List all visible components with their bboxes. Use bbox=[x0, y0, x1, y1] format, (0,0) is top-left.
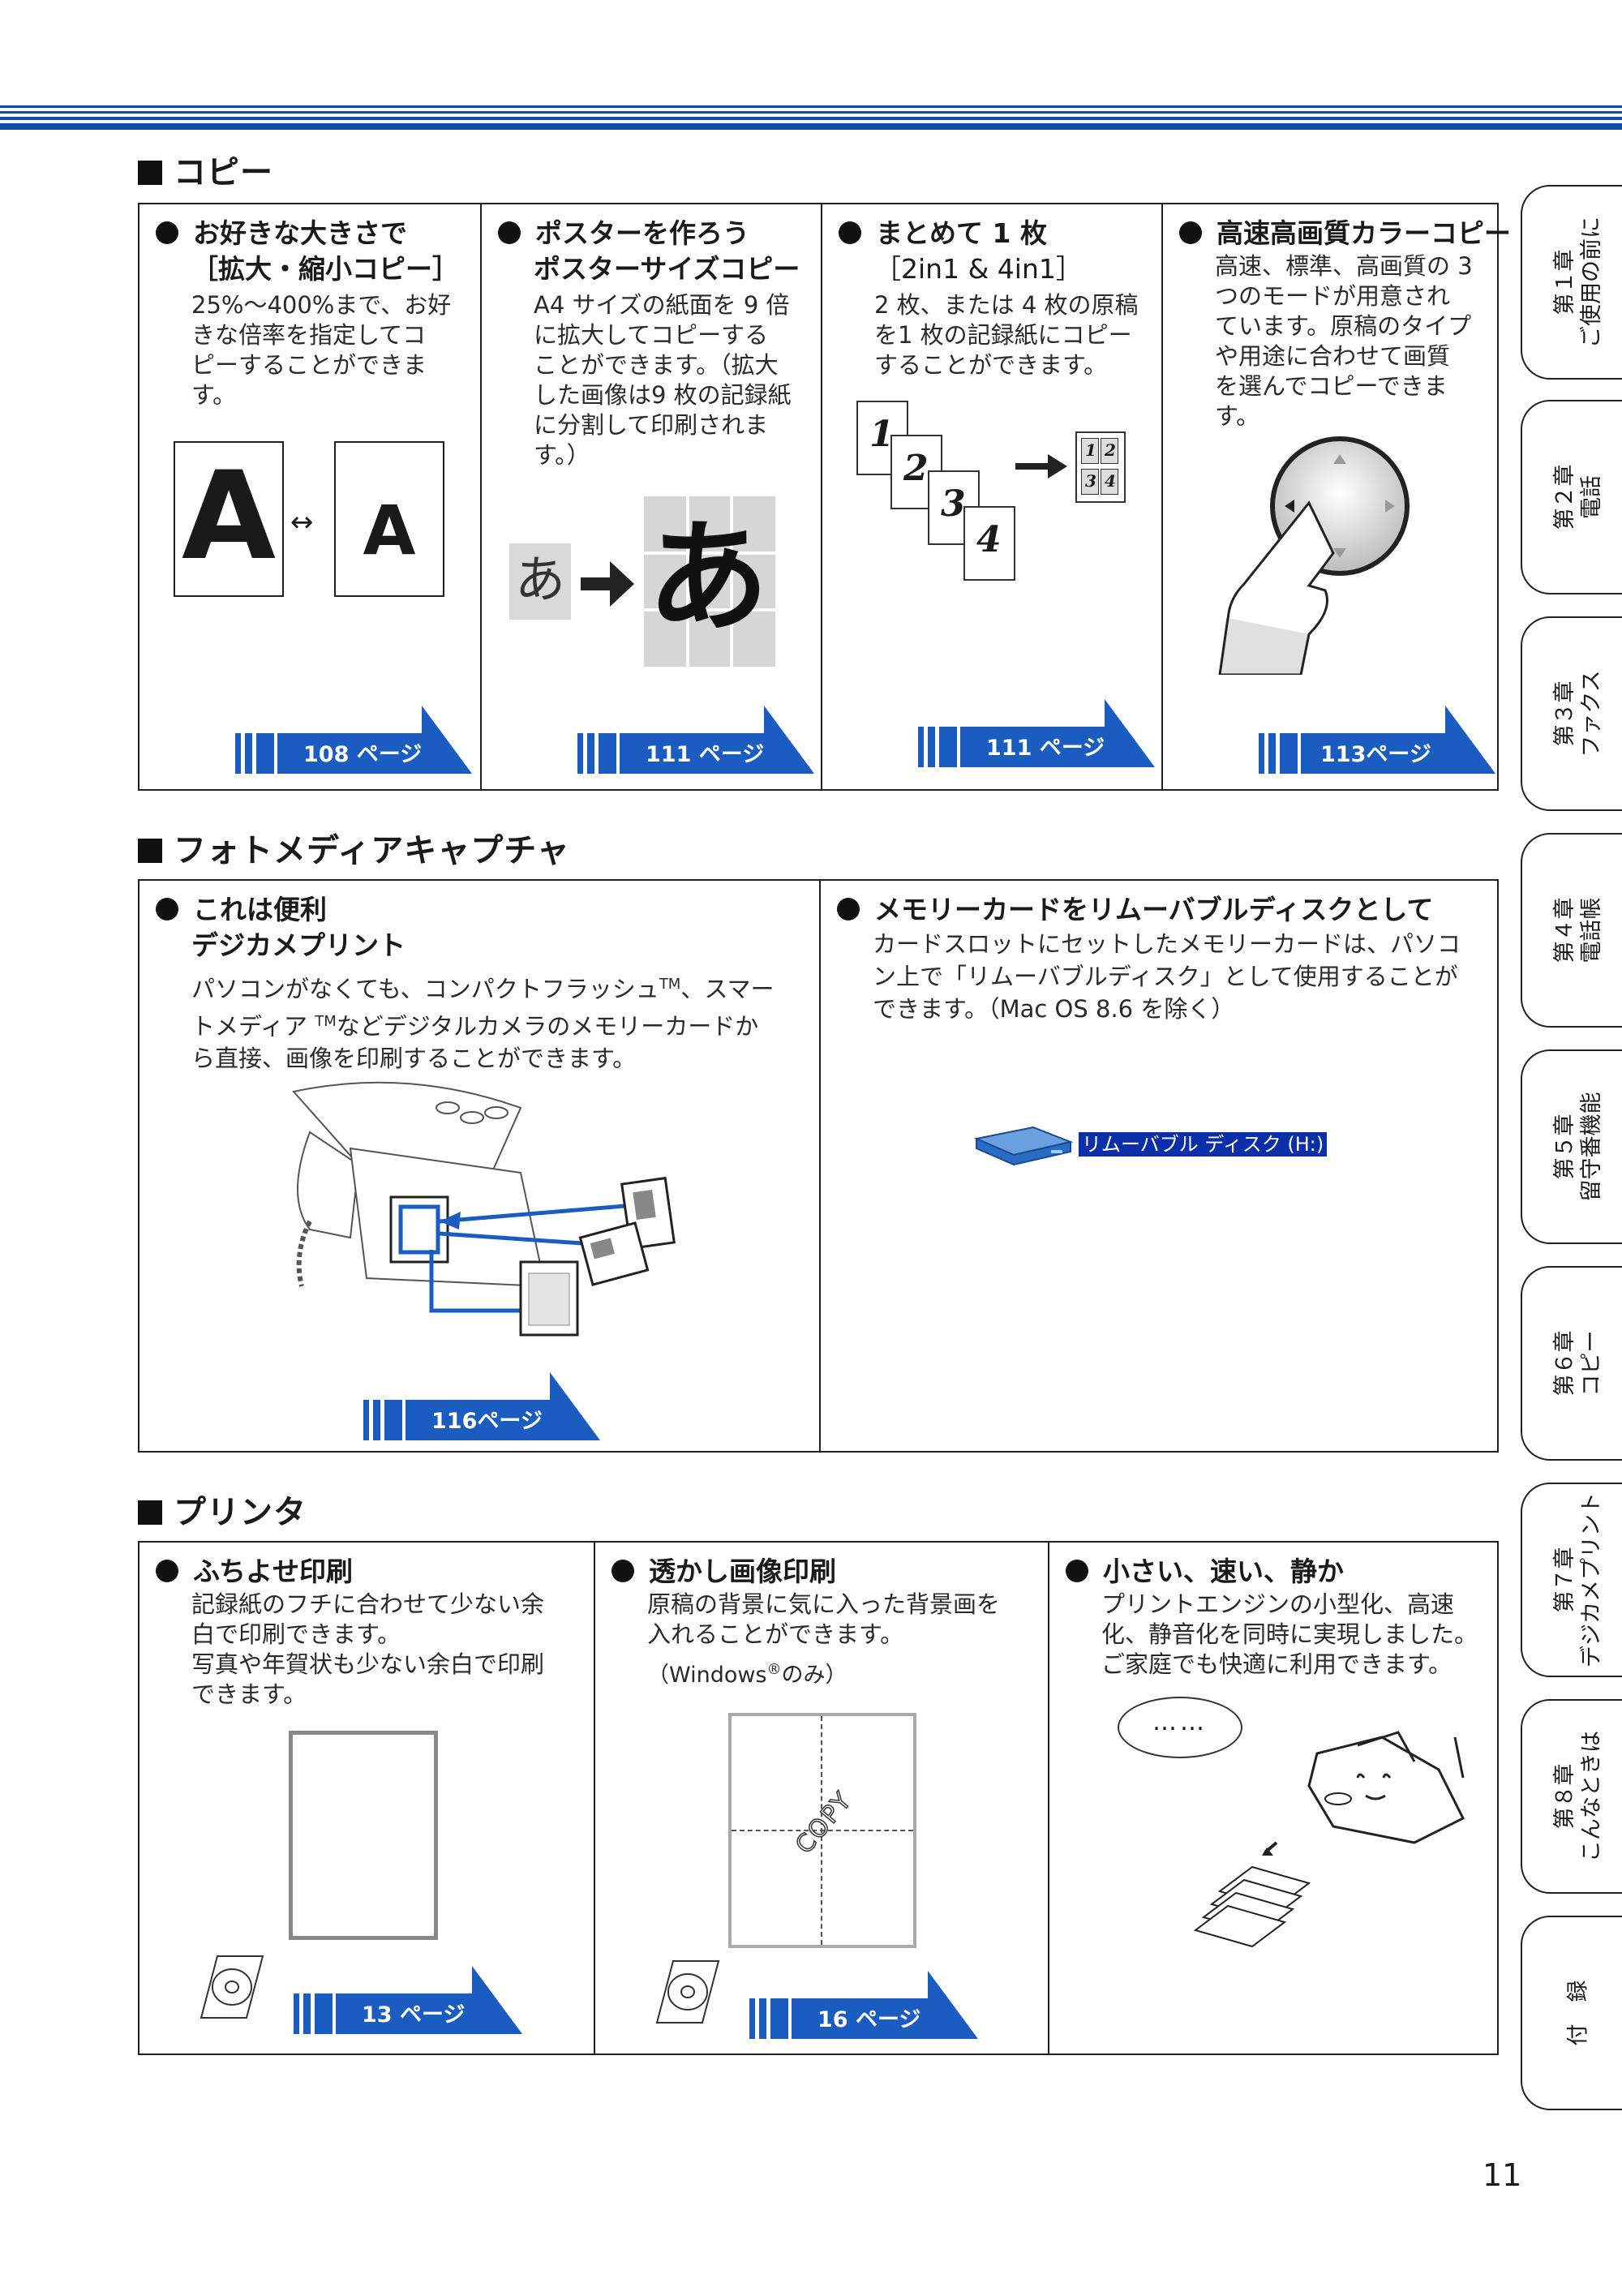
tab-appendix[interactable]: 付 録 bbox=[1521, 1916, 1622, 2110]
small-char-tile: あ bbox=[509, 543, 571, 620]
borderless-page-icon bbox=[289, 1731, 438, 1940]
photo-feature-digicam-print: これは便利 デジカメプリント パソコンがなくても、コンパクトフラッシュTM、スマ… bbox=[139, 881, 819, 1451]
copy-feature-2in1: まとめて 1 枚 ［2in1 & 4in1］ 2 枚、または 4 枚の原稿を1 … bbox=[821, 204, 1161, 789]
tab-chapter-4[interactable]: 第４章電話帳 bbox=[1521, 833, 1622, 1028]
right-arrow-icon bbox=[581, 561, 634, 607]
small-page-icon: A bbox=[334, 441, 444, 597]
section-title-copy: コピー bbox=[138, 146, 273, 193]
tab-chapter-2[interactable]: 第２章電話 bbox=[1521, 400, 1622, 594]
printer-feature-watermark: 透かし画像印刷 原稿の背景に気に入った背景画を入れることができます。 （Wind… bbox=[594, 1543, 1048, 2054]
tab-chapter-8[interactable]: 第８章こんなときは bbox=[1521, 1699, 1622, 1894]
printer-feature-borderless: ふちよせ印刷 記録紙のフチに合わせて少ない余白で印刷できます。 写真や年賀状も少… bbox=[139, 1543, 594, 2054]
copy-feature-poster: ポスターを作ろう ポスターサイズコピー A4 サイズの紙面を 9 倍に拡大してコ… bbox=[480, 204, 821, 789]
bullet-icon bbox=[156, 221, 178, 244]
printer-character-illustration bbox=[1193, 1731, 1465, 1948]
bullet-icon bbox=[1066, 1560, 1088, 1582]
printer-panel: ふちよせ印刷 記録紙のフチに合わせて少ない余白で印刷できます。 写真や年賀状も少… bbox=[138, 1541, 1499, 2055]
tab-chapter-7[interactable]: 第７章デジカメプリント bbox=[1521, 1483, 1622, 1677]
tab-chapter-5[interactable]: 第５章留守番機能 bbox=[1521, 1049, 1622, 1244]
bullet-icon bbox=[156, 898, 178, 921]
tab-chapter-6[interactable]: 第６章コピー bbox=[1521, 1266, 1622, 1461]
photo-capture-panel: これは便利 デジカメプリント パソコンがなくても、コンパクトフラッシュTM、スマ… bbox=[138, 879, 1499, 1453]
removable-disk-icon bbox=[973, 1126, 1074, 1166]
large-page-icon: A bbox=[174, 441, 284, 597]
bullet-icon bbox=[611, 1560, 634, 1582]
speech-bubble: …… bbox=[1118, 1697, 1242, 1758]
poster-grid: あ bbox=[644, 496, 775, 667]
memory-card-slot-illustration bbox=[292, 1081, 676, 1337]
bullet-icon bbox=[156, 1560, 178, 1582]
photo-feature-removable-disk: メモリーカードをリムーバブルディスクとして カードスロットにセットしたメモリーカ… bbox=[819, 881, 1499, 1451]
double-arrow-icon: ↔ bbox=[290, 506, 314, 539]
tab-chapter-3[interactable]: 第３章ファクス bbox=[1521, 616, 1622, 811]
section-title-photo-capture: フォトメディアキャプチャ bbox=[138, 824, 570, 871]
page-number: 11 bbox=[1483, 2157, 1522, 2193]
pointing-hand-button-illustration bbox=[1218, 436, 1410, 675]
printer-feature-compact-fast-quiet: 小さい、速い、静か プリントエンジンの小型化、高速化、静音化を同時に実現しました… bbox=[1048, 1543, 1500, 2054]
section-title-printer: プリンタ bbox=[138, 1486, 307, 1533]
tab-chapter-1[interactable]: 第１章ご使用の前に bbox=[1521, 185, 1622, 380]
header-stripes bbox=[0, 105, 1622, 133]
bullet-icon bbox=[1179, 221, 1202, 244]
bullet-icon bbox=[837, 898, 860, 921]
bullet-icon bbox=[498, 221, 521, 244]
copy-feature-enlarge: お好きな大きさで ［拡大・縮小コピー］ 25%〜400%まで、お好きな倍率を指定… bbox=[139, 204, 480, 789]
watermark-page-icon: COPY bbox=[728, 1713, 916, 1948]
page-combine-illustration: 1 2 3 4 1 2 3 4 bbox=[856, 401, 1126, 587]
copy-panel: お好きな大きさで ［拡大・縮小コピー］ 25%〜400%まで、お好きな倍率を指定… bbox=[138, 203, 1511, 791]
cd-icon bbox=[655, 1960, 720, 2023]
bullet-icon bbox=[839, 221, 861, 244]
cd-icon bbox=[200, 1955, 264, 2019]
